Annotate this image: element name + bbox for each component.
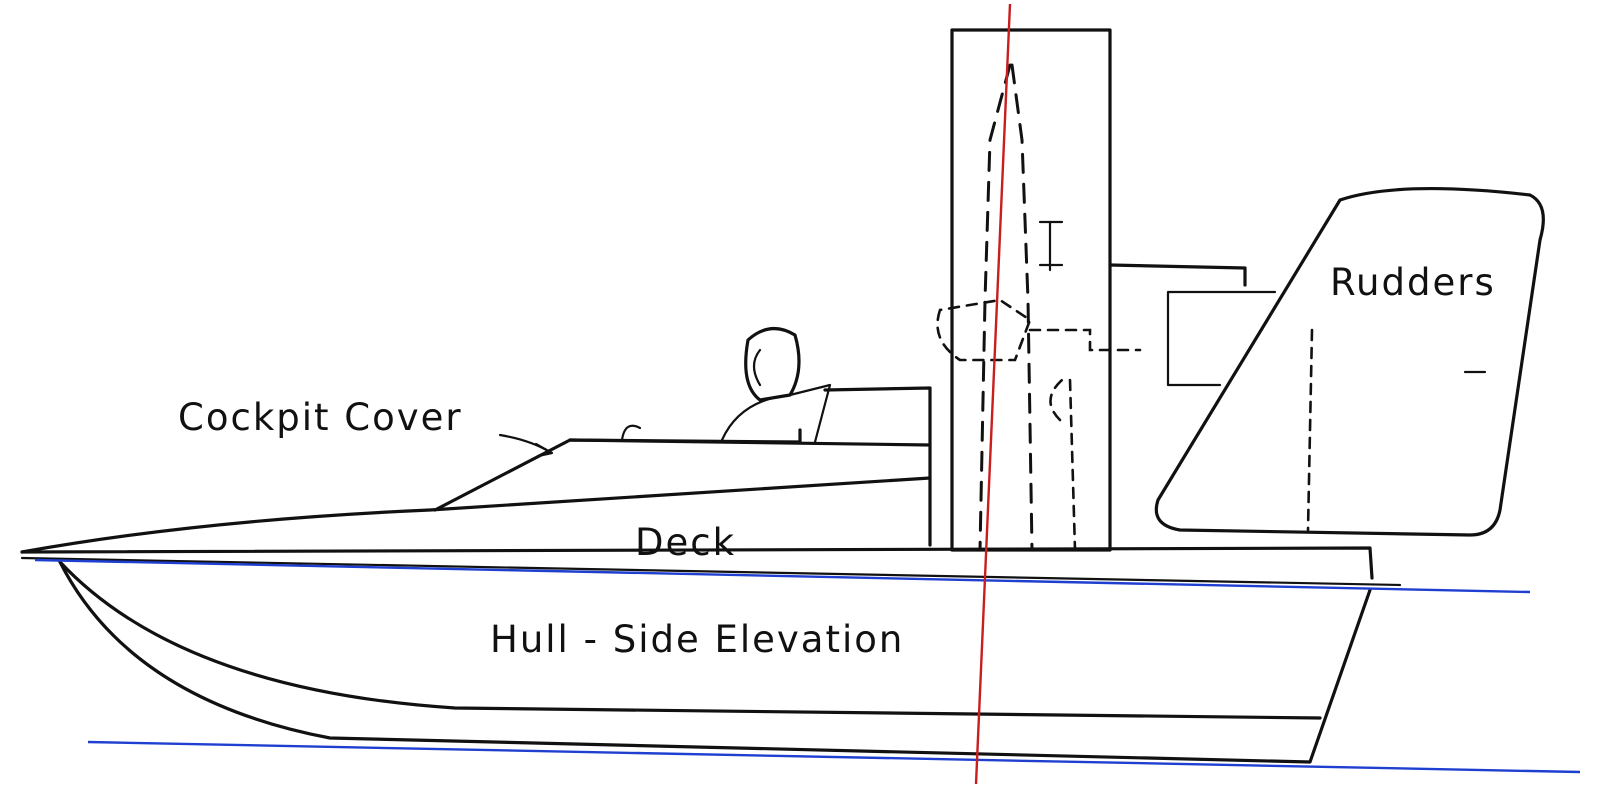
driver-body xyxy=(720,383,832,444)
engine-box-top xyxy=(1108,263,1247,287)
keel-reference-line xyxy=(87,740,1581,774)
cockpit-rim xyxy=(568,438,932,447)
engine-dashed-outline xyxy=(936,298,1032,362)
engine-box-outline xyxy=(1166,290,1277,387)
rudders-label: Rudders xyxy=(1330,261,1496,304)
cockpit-cover-label: Cockpit Cover xyxy=(178,396,463,439)
helmet-visor xyxy=(752,348,762,387)
deck-upper-line xyxy=(20,476,932,554)
shaft-dashed xyxy=(1028,328,1142,352)
cockpit-handle xyxy=(620,424,642,442)
tower-inner-right-dashed xyxy=(1010,63,1034,552)
bracket-mark xyxy=(1038,220,1064,272)
windscreen xyxy=(823,386,932,547)
cockpit-cover-leader xyxy=(498,433,552,454)
tower-inner-left-dashed xyxy=(978,63,1012,552)
deck-reference-line xyxy=(34,558,1531,594)
hull-side-elevation-label: Hull - Side Elevation xyxy=(490,618,904,661)
deck-label: Deck xyxy=(635,521,736,564)
rudder-outline xyxy=(1154,186,1545,537)
hull-outline xyxy=(58,560,1372,764)
deck-line xyxy=(20,546,1374,580)
fan-hub-dashed xyxy=(1049,378,1064,422)
helmet xyxy=(744,327,801,402)
tower-rear-dashed xyxy=(1068,378,1077,552)
hull-chine-line xyxy=(58,560,1322,720)
deck-lower-line xyxy=(20,556,1402,587)
center-axis-line xyxy=(974,3,1012,785)
leader-arrowhead xyxy=(534,442,554,458)
rudder-hinge-dashed xyxy=(1306,328,1314,532)
